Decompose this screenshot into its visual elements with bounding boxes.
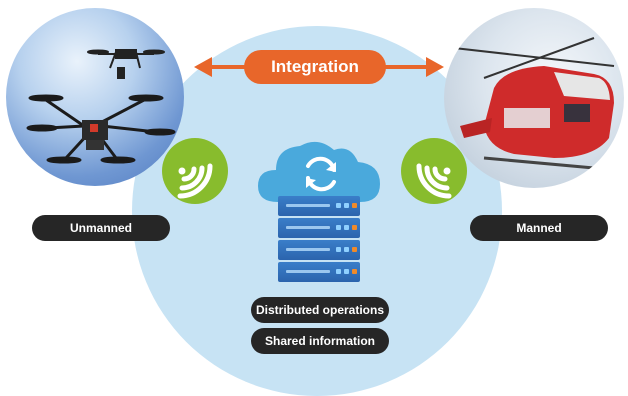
arrow-right-icon: [426, 57, 444, 77]
arrow-left-icon: [194, 57, 212, 77]
integration-arrow-right-line: [380, 65, 428, 69]
wifi-signal-icon: [401, 138, 467, 204]
server-rack-icon: [278, 196, 360, 284]
drone-photo: [6, 8, 184, 186]
helicopter-photo: [444, 8, 624, 188]
distributed-operations-label: Distributed operations: [251, 297, 389, 323]
shared-information-label: Shared information: [251, 328, 389, 354]
unmanned-label: Unmanned: [32, 215, 170, 241]
cloud-sync-icon: [254, 136, 384, 206]
wifi-signal-icon: [162, 138, 228, 204]
manned-label: Manned: [470, 215, 608, 241]
integration-arrow-left-line: [210, 65, 250, 69]
integration-label: Integration: [244, 50, 386, 84]
